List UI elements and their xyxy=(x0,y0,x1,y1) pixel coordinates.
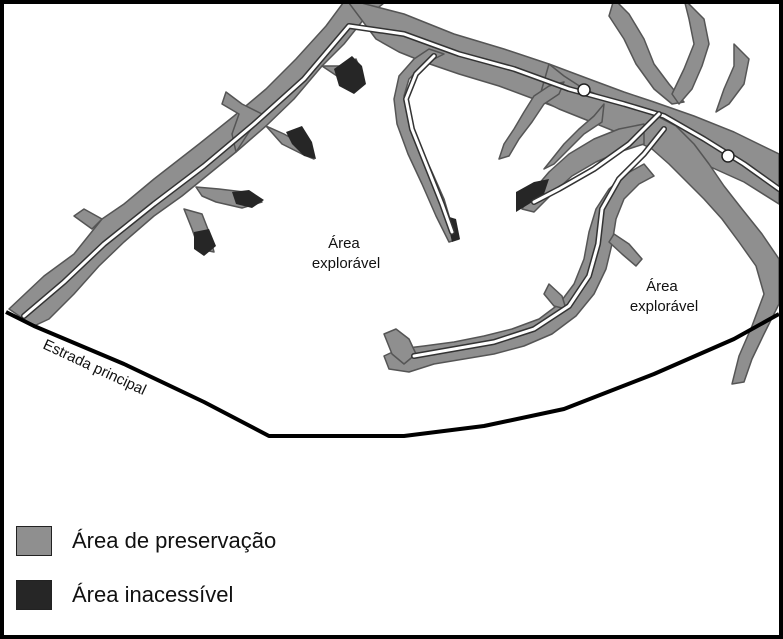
preservation-branch-top-right-3 xyxy=(715,43,750,113)
legend-swatch-inaccessible xyxy=(16,580,52,610)
inner-trails xyxy=(21,23,779,359)
preservation-branch-10 xyxy=(543,283,567,310)
preservation-branch-top-right-2 xyxy=(671,4,710,105)
inaccessible-tip-3 xyxy=(232,190,264,208)
main-road xyxy=(5,310,779,438)
inaccessible-tip-6 xyxy=(516,179,549,212)
trail-marker-2 xyxy=(721,149,735,163)
preservation-areas xyxy=(8,4,779,385)
legend-swatch-preservation xyxy=(16,526,52,556)
trail-markers xyxy=(577,83,735,163)
preservation-inner-hook xyxy=(393,48,460,243)
preservation-branch-top-right-1 xyxy=(608,4,685,105)
legend-item-preservation: Área de preservação xyxy=(16,526,276,556)
inaccessible-tip-2 xyxy=(286,126,316,159)
legend-label-inaccessible: Área inacessível xyxy=(72,582,234,607)
inaccessible-tip-4 xyxy=(194,229,216,256)
legend-label-preservation: Área de preservação xyxy=(72,528,277,553)
preservation-branch-8 xyxy=(498,81,565,160)
trail-marker-1 xyxy=(577,83,591,97)
inaccessible-tip-1 xyxy=(334,56,366,94)
legend-item-inaccessible: Área inacessível xyxy=(16,580,233,610)
area-label-right: Área explorável xyxy=(630,278,698,315)
area-label-left: Área explorável xyxy=(312,235,380,272)
preservation-branch-1 xyxy=(73,208,103,230)
preservation-branch-9 xyxy=(608,233,643,267)
preservation-branch-7 xyxy=(543,103,605,170)
inaccessible-areas xyxy=(194,56,549,256)
preservation-map: Estrada principal Área explorável Área e… xyxy=(5,4,779,438)
